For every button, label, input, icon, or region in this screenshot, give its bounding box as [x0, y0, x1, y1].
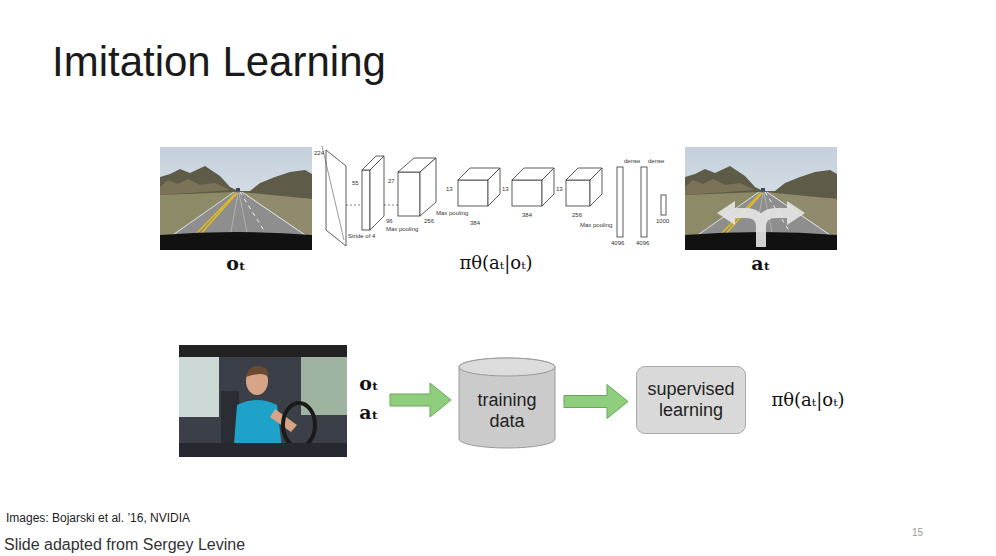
math-label: aₜ — [359, 401, 378, 423]
layer-note: dense — [624, 158, 640, 165]
dimension-label: 256 — [572, 212, 582, 219]
flow-arrow — [390, 383, 451, 417]
math-label: aₜ — [751, 252, 770, 274]
driver-photo — [179, 345, 347, 457]
math-label: πθ(aₜ|oₜ) — [459, 252, 532, 274]
dimension-label: 55 — [352, 180, 359, 187]
cylinder-top — [459, 358, 555, 376]
dimension-label: 96 — [386, 218, 393, 225]
road-photo — [685, 147, 837, 250]
cylinder-body — [459, 358, 555, 448]
math-label: oₜ — [359, 372, 379, 394]
dimension-label: 27 — [388, 178, 395, 185]
dimension-label: 4096 — [636, 240, 649, 247]
node-label: training data — [467, 390, 547, 431]
credit-note: Slide adapted from Sergey Levine — [4, 536, 245, 554]
math-label: πθ(aₜ|oₜ) — [771, 389, 844, 411]
layer-note: dense — [648, 158, 664, 165]
dimension-label: 384 — [522, 212, 532, 219]
database-cylinder: training data — [458, 357, 556, 449]
layer-note: Max pooling — [386, 226, 418, 233]
steering-arrows — [717, 201, 805, 247]
page-number: 15 — [912, 527, 923, 539]
dimension-label: 13 — [446, 186, 453, 193]
cnn-architecture — [322, 146, 666, 246]
dimension-label: 1000 — [656, 218, 669, 225]
node-label: supervised learning — [644, 379, 738, 420]
dimension-label: 13 — [502, 186, 509, 193]
process-box: supervised learning — [636, 366, 746, 434]
dimension-label: 384 — [470, 220, 480, 227]
credit-note: Images: Bojarski et al. ’16, NVIDIA — [6, 511, 190, 525]
layer-note: Max pooling — [436, 210, 468, 217]
dimension-label: 4096 — [611, 240, 624, 247]
dimension-label: 13 — [556, 186, 563, 193]
slide-title: Imitation Learning — [52, 38, 386, 86]
dimension-label: 256 — [424, 218, 434, 225]
flow-arrow — [564, 385, 628, 419]
math-label: oₜ — [226, 252, 246, 274]
dimension-label: 224 — [314, 150, 324, 157]
layer-note: Max pooling — [580, 222, 612, 229]
road-photo — [160, 147, 312, 250]
layer-note: Stride of 4 — [348, 233, 375, 240]
